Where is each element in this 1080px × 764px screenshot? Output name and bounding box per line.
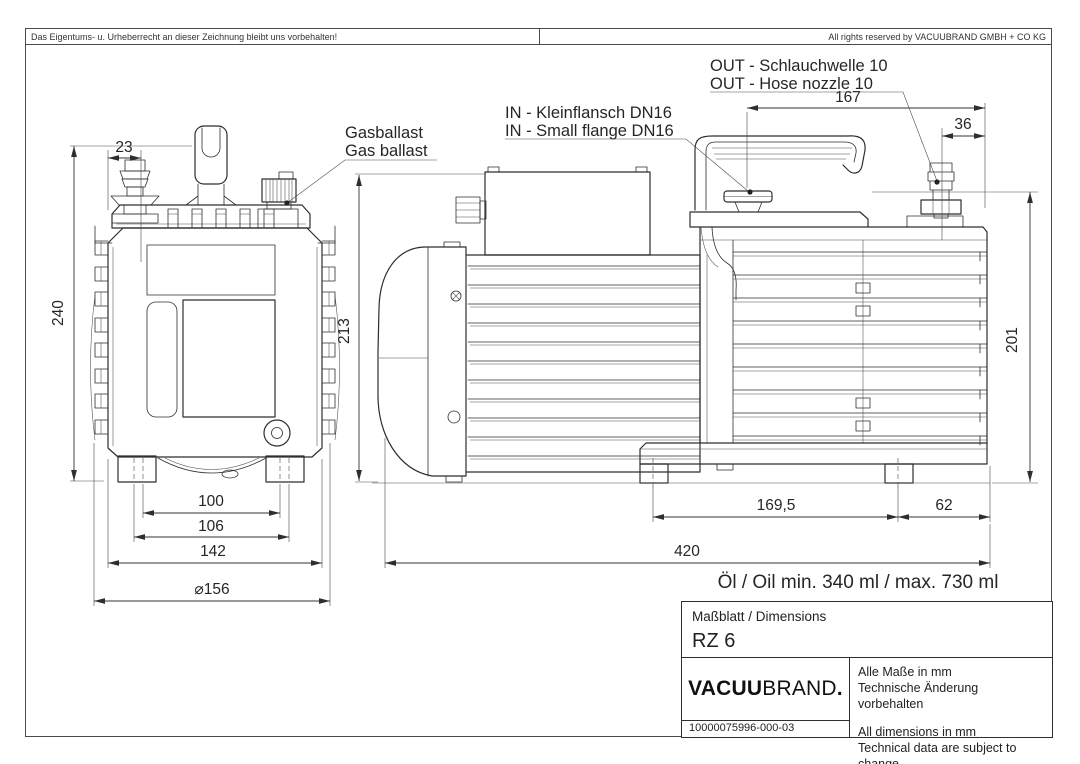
- logo-dot: .: [836, 677, 843, 700]
- oil-capacity-note: Öl / Oil min. 340 ml / max. 730 ml: [718, 572, 999, 593]
- gas-ballast-leader-dot: [284, 200, 290, 206]
- dim-side-inlet-from-right: 167: [835, 89, 861, 106]
- dim-front-feet-inner: 100: [198, 493, 224, 510]
- gas-ballast-label-en: Gas ballast: [345, 142, 428, 160]
- note-en-2: Technical data are subject to change: [858, 741, 1017, 764]
- dim-side-total-length: 420: [674, 543, 700, 560]
- rights-notice: All rights reserved by VACUUBRAND GMBH +…: [828, 31, 1046, 42]
- dim-front-total-height: 240: [50, 300, 67, 326]
- gas-ballast-label-de: Gasballast: [345, 124, 423, 142]
- note-en-1: All dimensions in mm: [858, 725, 977, 739]
- side-view: [372, 135, 990, 490]
- dim-front-feet-centre: 106: [198, 518, 224, 535]
- dimensions-side: 213 201 167 36 169,5 62 420: [336, 89, 1038, 568]
- note-de-2: Technische Änderung vorbehalten: [858, 681, 979, 711]
- front-view: [90, 125, 340, 483]
- outlet-label-en: OUT - Hose nozzle 10: [710, 75, 873, 93]
- logo-bold-part: VACUU: [688, 677, 763, 700]
- dim-side-feet-spacing: 169,5: [757, 497, 796, 514]
- dim-front-diameter: ⌀156: [194, 581, 229, 598]
- copyright-notice: Das Eigentums- u. Urheberrecht an dieser…: [26, 29, 540, 44]
- dim-front-nozzle-offset: 23: [115, 139, 132, 156]
- inlet-label-en: IN - Small flange DN16: [505, 122, 674, 140]
- dim-side-foot-to-end: 62: [935, 497, 952, 514]
- document-number: 10000075996-000-03: [682, 720, 849, 737]
- logo-regular-part: BRAND: [762, 677, 837, 700]
- outlet-leader-dot: [934, 179, 940, 185]
- inlet-label-de: IN - Kleinflansch DN16: [505, 104, 672, 122]
- inlet-leader-dot: [747, 189, 753, 195]
- dim-side-motor-height: 213: [336, 318, 353, 344]
- header-bar: Das Eigentums- u. Urheberrecht an dieser…: [25, 28, 1052, 45]
- sheet-title: Maßblatt / Dimensions: [692, 609, 827, 624]
- title-block-notes: Alle Maße in mm Technische Änderung vorb…: [850, 658, 1052, 764]
- callouts: Gasballast Gas ballast IN - Kleinflansch…: [284, 57, 998, 593]
- dim-side-pump-height: 201: [1004, 327, 1021, 353]
- dimensions-front: 23 240 100 106 142 ⌀156: [50, 139, 331, 606]
- note-de-1: Alle Maße in mm: [858, 665, 952, 679]
- title-block-header: Maßblatt / Dimensions RZ 6: [682, 602, 1052, 658]
- dim-front-housing-width: 142: [200, 543, 226, 560]
- model-name: RZ 6: [692, 630, 736, 652]
- outlet-label-de: OUT - Schlauchwelle 10: [710, 57, 888, 75]
- dim-side-outlet-from-right: 36: [954, 116, 971, 133]
